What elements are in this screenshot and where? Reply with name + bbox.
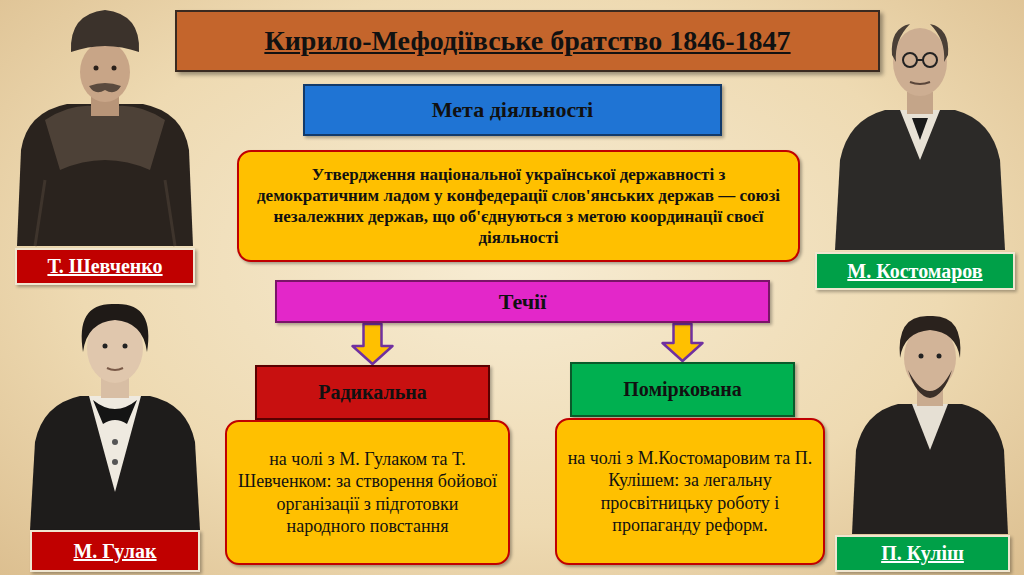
portrait-label-text: Т. Шевченко [47, 254, 162, 279]
portrait-label: М. Гулак [30, 530, 200, 572]
heading-box: Мета діяльності [303, 84, 722, 136]
branch-body: на чолі з М. Гулаком та Т. Шевченком: за… [225, 420, 510, 565]
portrait-label: П. Куліш [835, 535, 1010, 572]
branch-body-text: на чолі з М.Костомаровим та П. Кулішем: … [567, 447, 813, 537]
branch-header-text: Радикальна [318, 380, 427, 405]
branch-header-text: Поміркована [623, 377, 742, 402]
portrait-label-text: М. Костомаров [847, 259, 982, 284]
portrait-label-text: П. Куліш [881, 541, 964, 566]
branch-header: Поміркована [570, 362, 795, 417]
block-arrow [353, 324, 393, 364]
portrait-label: М. Костомаров [815, 252, 1015, 290]
goal-box: Утвердження національної української дер… [237, 150, 800, 262]
block-arrow [663, 324, 703, 361]
branch-body: на чолі з М.Костомаровим та П. Кулішем: … [555, 418, 825, 565]
title-text: Кирило-Мефодіївське братство 1846-1847 [264, 25, 790, 57]
branch-header: Радикальна [255, 365, 490, 420]
kulish-portrait [852, 316, 1008, 534]
heading-box-text: Мета діяльності [432, 96, 593, 124]
heading-box-text: Течії [499, 288, 547, 316]
hulak-portrait [30, 304, 200, 530]
portrait-label-text: М. Гулак [73, 539, 156, 564]
heading-box: Течії [275, 280, 770, 323]
title-box: Кирило-Мефодіївське братство 1846-1847 [175, 10, 880, 72]
portrait-label: Т. Шевченко [15, 248, 195, 285]
goal-box-text: Утвердження національної української дер… [249, 164, 788, 249]
shevchenko-portrait [17, 10, 193, 246]
branch-body-text: на чолі з М. Гулаком та Т. Шевченком: за… [237, 448, 498, 538]
